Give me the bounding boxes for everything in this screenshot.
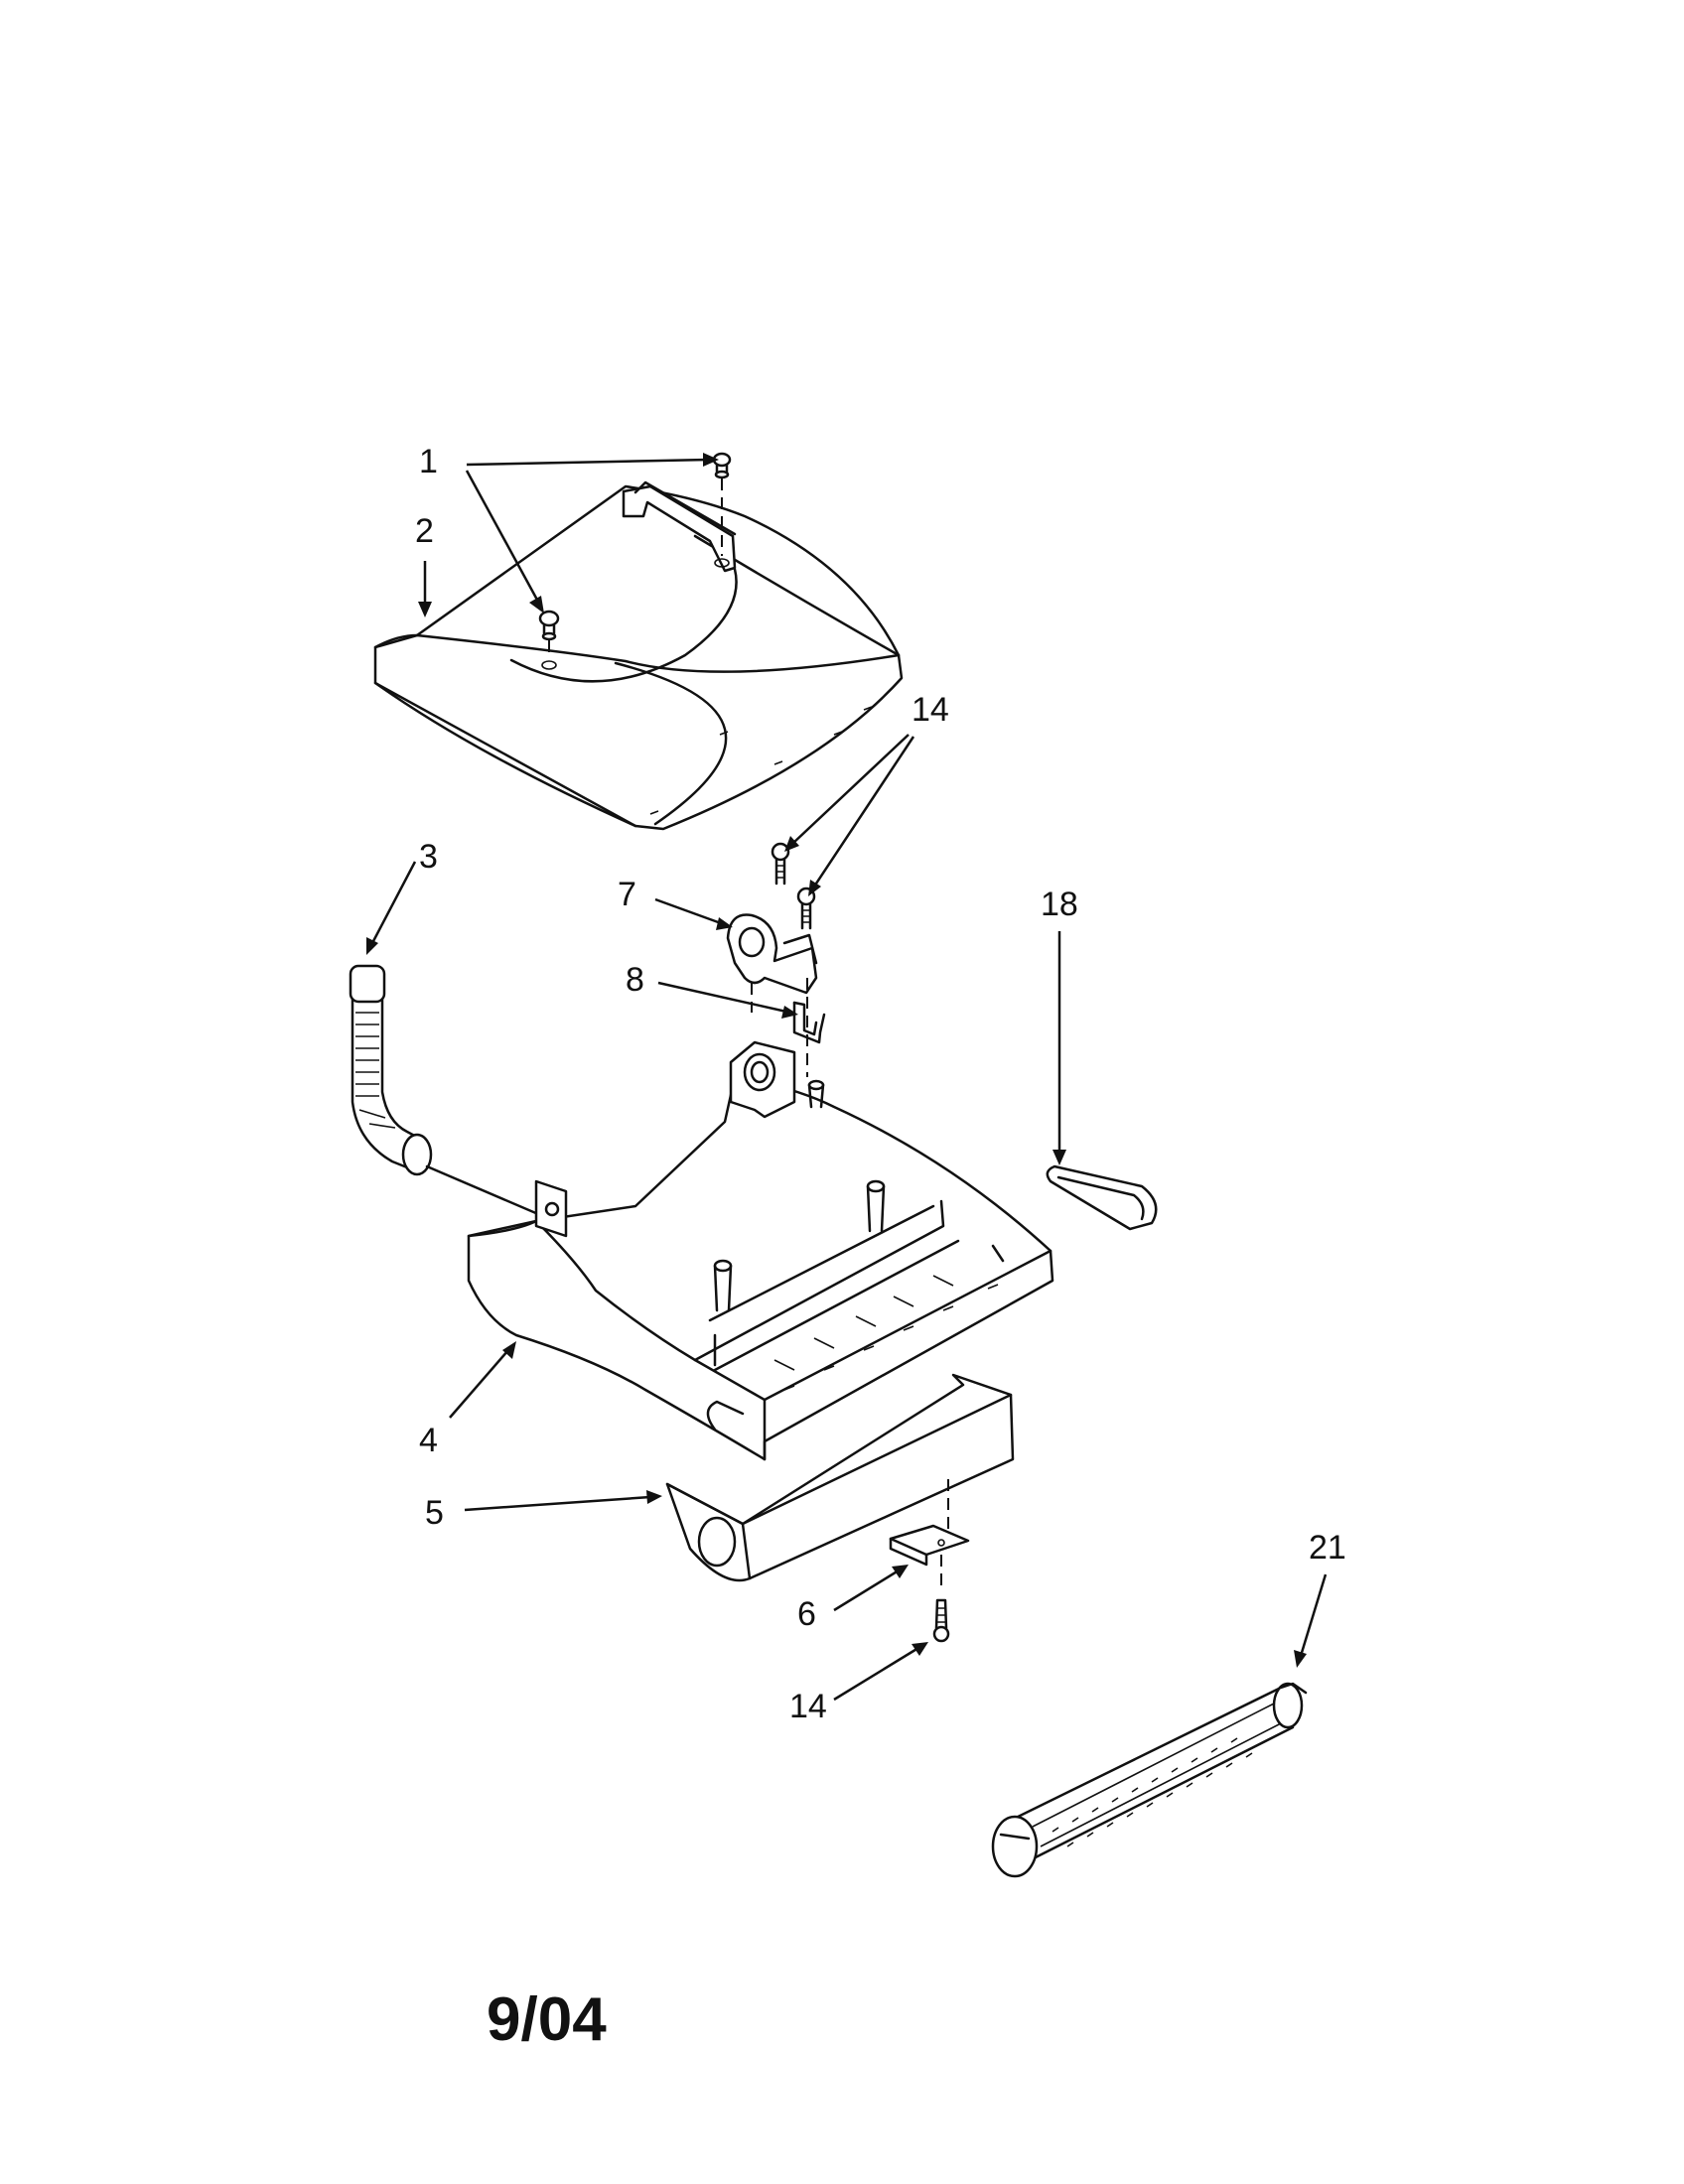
callout-3: 3 xyxy=(419,838,438,876)
hose-part xyxy=(349,964,637,1258)
belt-part xyxy=(1046,1164,1158,1231)
date-code: 9/04 xyxy=(487,1985,607,2054)
clip-part-8 xyxy=(792,1001,826,1044)
leader-arrows xyxy=(366,453,1328,1702)
bottom-plate-part xyxy=(665,1373,1015,1582)
callout-4: 4 xyxy=(419,1422,438,1459)
callout-14-top: 14 xyxy=(912,691,949,729)
callout-21: 21 xyxy=(1309,1529,1346,1567)
callout-8: 8 xyxy=(626,961,644,999)
callout-1: 1 xyxy=(419,443,438,480)
callout-2: 2 xyxy=(415,512,434,550)
callout-5: 5 xyxy=(425,1494,444,1532)
screw-part-14-lower xyxy=(932,1598,950,1643)
base-housing-part xyxy=(467,1040,1054,1461)
screw-part-14-upper xyxy=(771,842,816,930)
callout-6: 6 xyxy=(797,1595,816,1633)
bracket-part-7 xyxy=(726,913,818,1077)
screw-part-1-upper xyxy=(712,452,732,568)
brush-roll-part xyxy=(991,1682,1308,1878)
callout-18: 18 xyxy=(1041,886,1078,923)
hood-cover-part xyxy=(373,480,904,831)
callout-7: 7 xyxy=(618,876,636,913)
plate-part-6 xyxy=(889,1524,970,1588)
callout-14-bottom: 14 xyxy=(789,1688,827,1725)
screw-part-1-lower xyxy=(538,610,560,670)
